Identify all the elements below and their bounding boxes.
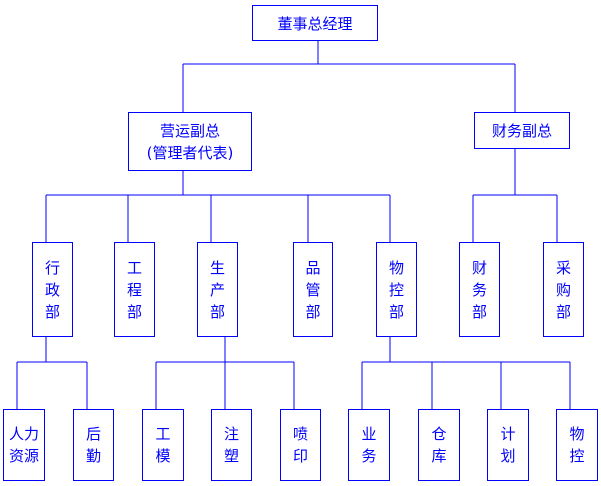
dept-purchasing-char: 采: [555, 258, 571, 277]
dept-admin-char: 部: [44, 302, 60, 321]
dept-engineering-char: 部: [126, 302, 142, 321]
ops-vp-box: 营运副总 (管理者代表): [128, 112, 252, 171]
dept-engineering-char: 程: [126, 280, 142, 299]
dept-production-char: 产: [209, 280, 225, 299]
dept-purchasing-char: 购: [555, 280, 571, 299]
ceo-label: 董事总经理: [277, 14, 353, 33]
dept-quality-char: 部: [305, 302, 321, 321]
dept-material-control-char: 部: [388, 302, 404, 321]
unit-spray-print-char: 印: [292, 447, 308, 465]
unit-hr-box: 人力 资源: [3, 409, 45, 481]
unit-business-char: 业: [361, 425, 377, 443]
unit-warehouse-char: 库: [431, 447, 447, 465]
unit-warehouse-box: 仓 库: [418, 409, 460, 481]
unit-planning-char: 划: [500, 447, 516, 465]
fin-vp-box: 财务副总: [474, 112, 570, 149]
dept-admin-char: 行: [44, 258, 60, 277]
dept-finance-box: 财 务 部: [459, 242, 500, 337]
unit-logistics-char: 勤: [85, 447, 101, 465]
unit-molding-char: 工: [155, 425, 171, 443]
unit-injection-box: 注 塑: [211, 409, 252, 481]
unit-hr-line: 人力: [8, 425, 39, 443]
unit-logistics-box: 后 勤: [73, 409, 114, 481]
unit-warehouse-char: 仓: [431, 425, 447, 443]
ops-vp-title: 营运副总: [159, 121, 220, 140]
dept-finance-char: 部: [471, 302, 487, 321]
dept-finance-char: 务: [471, 280, 487, 299]
dept-engineering-box: 工 程 部: [114, 242, 155, 337]
dept-finance-char: 财: [471, 258, 487, 277]
dept-production-char: 部: [209, 302, 225, 321]
unit-injection-char: 塑: [223, 447, 239, 465]
dept-quality-char: 品: [305, 258, 321, 277]
fin-vp-label: 财务副总: [491, 122, 552, 140]
unit-material-char: 控: [569, 447, 585, 465]
dept-material-control-box: 物 控 部: [376, 242, 417, 337]
dept-production-char: 生: [209, 258, 225, 277]
dept-purchasing-char: 部: [555, 302, 571, 321]
dept-admin-box: 行 政 部: [32, 242, 73, 337]
ops-vp-subtitle: (管理者代表): [146, 143, 234, 162]
unit-planning-char: 计: [500, 425, 516, 443]
unit-molding-box: 工 模: [142, 409, 184, 481]
unit-spray-print-box: 喷 印: [280, 409, 321, 481]
dept-material-control-char: 物: [388, 258, 404, 277]
unit-molding-char: 模: [155, 447, 171, 465]
unit-business-box: 业 务: [348, 409, 390, 481]
unit-injection-char: 注: [223, 425, 239, 443]
dept-quality-char: 管: [305, 280, 321, 299]
unit-material-box: 物 控: [556, 409, 598, 481]
unit-material-char: 物: [569, 425, 585, 443]
unit-planning-box: 计 划: [487, 409, 529, 481]
dept-production-box: 生 产 部: [197, 242, 238, 337]
unit-spray-print-char: 喷: [292, 425, 308, 443]
dept-admin-char: 政: [44, 280, 60, 299]
dept-material-control-char: 控: [388, 280, 404, 299]
dept-purchasing-box: 采 购 部: [543, 242, 584, 337]
dept-quality-box: 品 管 部: [293, 242, 333, 337]
unit-hr-line: 资源: [8, 447, 39, 465]
unit-business-char: 务: [361, 447, 377, 465]
dept-engineering-char: 工: [126, 258, 142, 277]
unit-logistics-char: 后: [85, 425, 101, 443]
ceo-box: 董事总经理: [252, 5, 378, 41]
